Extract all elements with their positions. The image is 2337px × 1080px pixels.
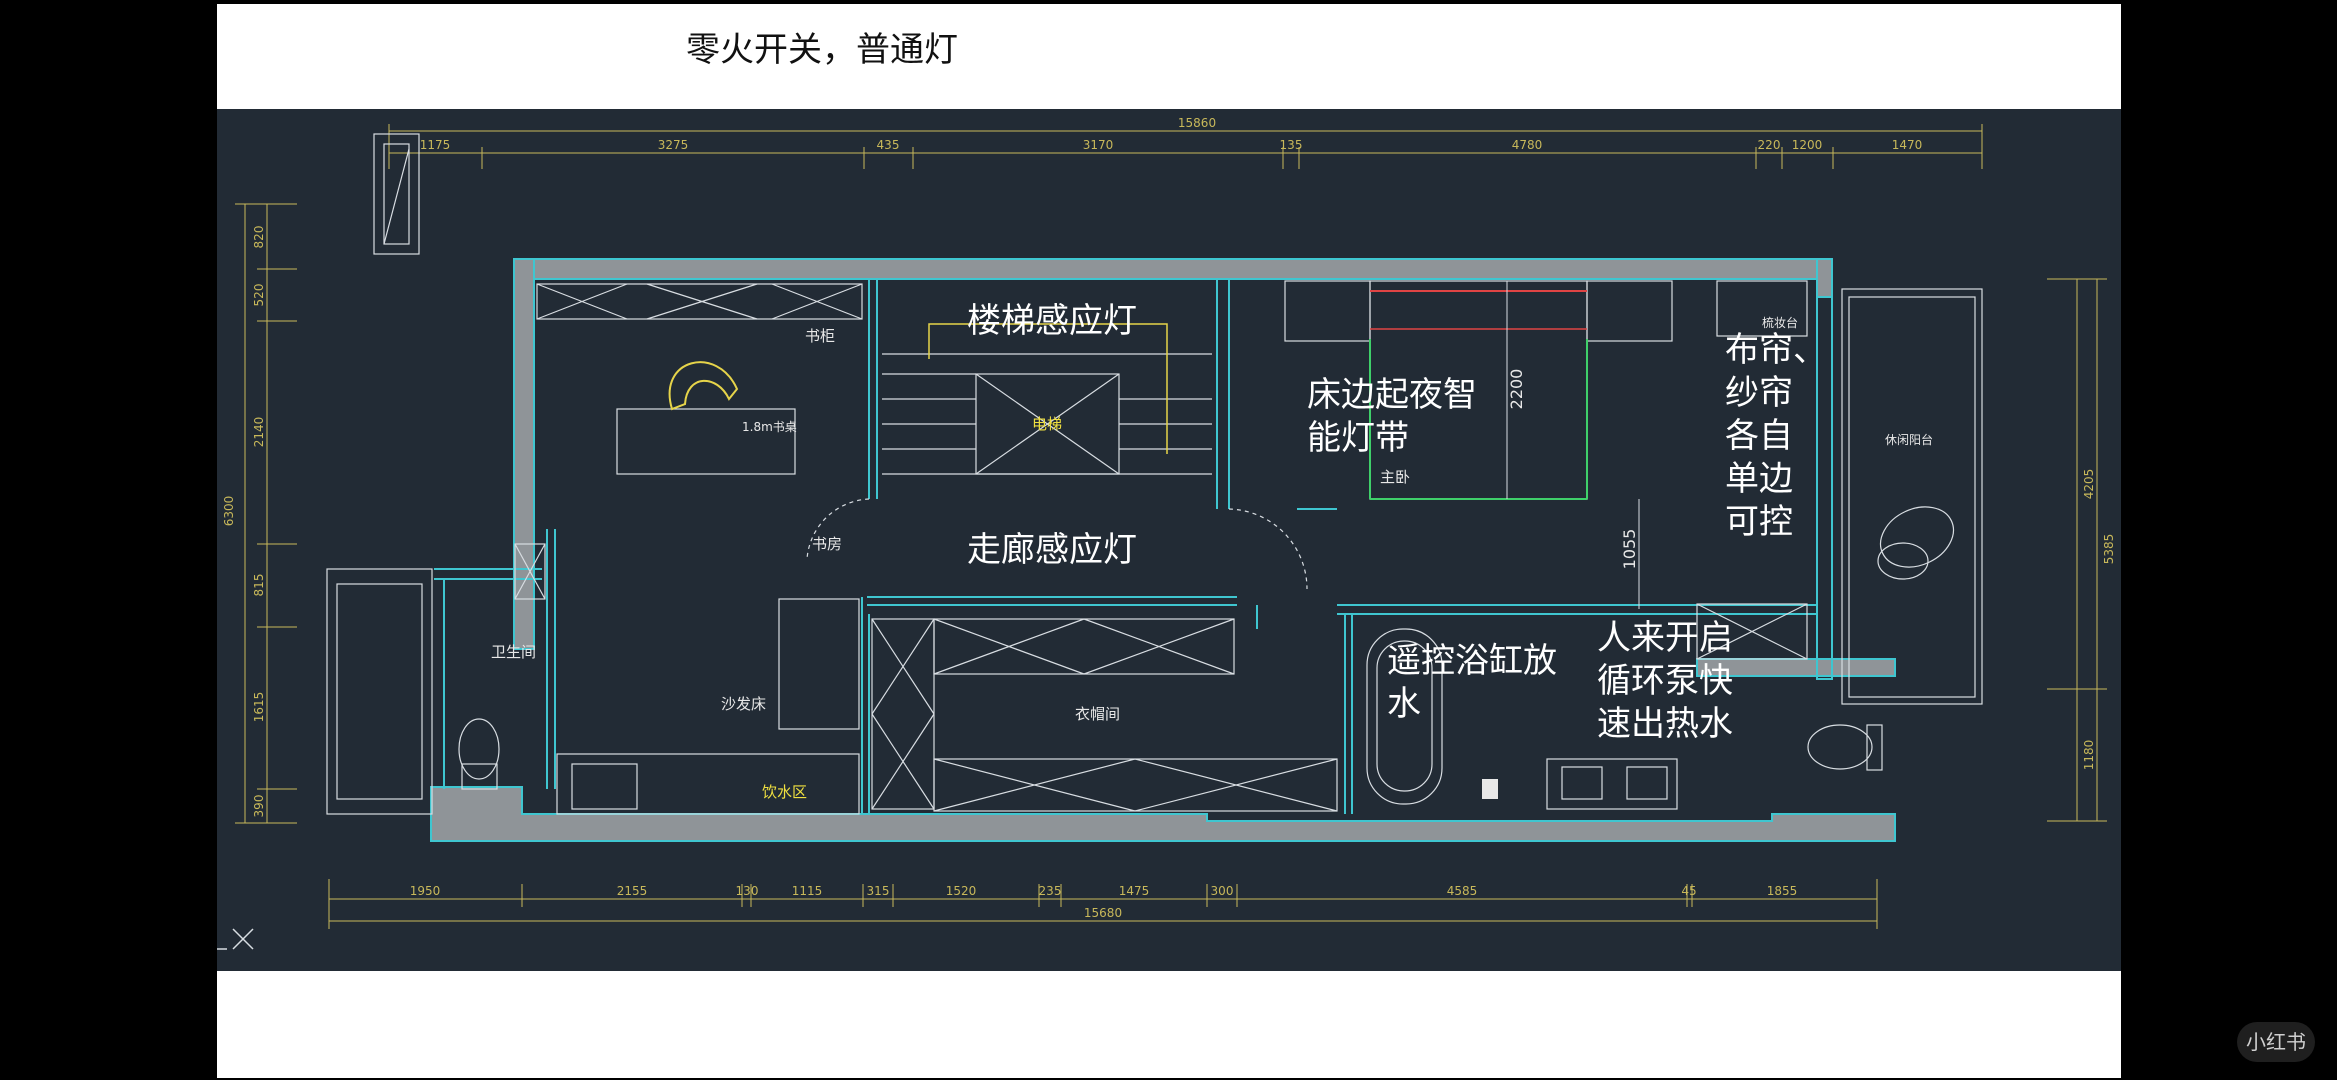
dim-right-1: 4205 — [2082, 469, 2096, 500]
dim-top-9: 1470 — [1892, 138, 1923, 152]
annotation-corridor-light: 走廊感应灯 — [967, 530, 1137, 570]
dim-top-total: 15860 — [1178, 116, 1216, 130]
dim-bottom-8: 1475 — [1119, 884, 1150, 898]
dim-top-1: 1175 — [420, 138, 451, 152]
dim-bottom-2: 2155 — [617, 884, 648, 898]
dim-bottom-10: 4585 — [1447, 884, 1478, 898]
dim-top-4: 3170 — [1083, 138, 1114, 152]
annotation-bathtub-2: 水 — [1387, 684, 1421, 724]
dim-top-7: 220 — [1758, 138, 1781, 152]
trash-bin-icon — [1482, 779, 1498, 799]
annotation-bed-light-1: 床边起夜智 — [1307, 375, 1477, 415]
screenshot-frame: 零火开关，普通灯 — [217, 4, 2121, 1078]
annotation-curtain-4: 单边 — [1725, 459, 1793, 499]
label-bathroom: 卫生间 — [491, 643, 536, 661]
annotation-bathtub-1: 遥控浴缸放 — [1387, 641, 1557, 681]
annotation-pump-2: 循环泵快 — [1597, 661, 1733, 701]
label-desk: 1.8m书桌 — [742, 420, 797, 434]
dim-left-5: 1615 — [252, 692, 266, 723]
dim-left-6: 390 — [252, 795, 266, 818]
dim-left-total: 6300 — [222, 496, 236, 527]
dim-bottom-3: 130 — [736, 884, 759, 898]
dim-bottom-total: 15680 — [1084, 906, 1122, 920]
label-elevator: 电梯 — [1032, 415, 1062, 433]
dim-left-4: 815 — [252, 574, 266, 597]
dim-bed-gap: 1055 — [1620, 529, 1639, 570]
annotation-pump-3: 速出热水 — [1597, 704, 1733, 744]
dim-top-5: 135 — [1280, 138, 1303, 152]
stair-path-line — [928, 323, 1168, 454]
dim-bottom-5: 315 — [867, 884, 890, 898]
label-dresser: 梳妆台 — [1762, 315, 1798, 330]
dim-top-2: 3275 — [658, 138, 689, 152]
annotation-stair-light: 楼梯感应灯 — [967, 301, 1137, 341]
dim-right-3: 1180 — [2082, 740, 2096, 771]
label-water-bar: 饮水区 — [762, 783, 807, 801]
annotation-curtain-5: 可控 — [1725, 502, 1793, 542]
dim-bottom-7: 235 — [1039, 884, 1062, 898]
dim-left-2: 520 — [252, 284, 266, 307]
dim-left-1: 820 — [252, 226, 266, 249]
label-cloakroom: 衣帽间 — [1075, 705, 1120, 723]
label-study: 书房 — [812, 535, 842, 553]
label-balcony: 休闲阳台 — [1885, 432, 1933, 447]
dim-bottom-4: 1115 — [792, 884, 823, 898]
dim-bottom-1: 1950 — [410, 884, 441, 898]
dim-bottom-11: 45 — [1681, 884, 1696, 898]
page-title: 零火开关，普通灯 — [686, 30, 958, 70]
dim-top-8: 1200 — [1792, 138, 1823, 152]
furniture — [326, 133, 1983, 815]
floor-plan-drawing[interactable]: 15860 1175 3275 435 3170 135 4780 220 12… — [217, 109, 2121, 971]
dim-bottom-12: 1855 — [1767, 884, 1798, 898]
annotation-curtain-3: 各自 — [1725, 416, 1793, 456]
annotation-curtain-1: 布帘、 — [1725, 330, 1827, 370]
label-bookcase: 书柜 — [805, 327, 835, 345]
dimension-lines — [235, 124, 2107, 929]
dim-bottom-6: 1520 — [946, 884, 977, 898]
cad-cursor-icon — [217, 928, 254, 950]
dim-left-3: 2140 — [252, 417, 266, 448]
annotation-pump-1: 人来开启 — [1597, 618, 1733, 658]
floor-plan-svg: 15860 1175 3275 435 3170 135 4780 220 12… — [217, 116, 2116, 950]
label-sofa-bed: 沙发床 — [721, 695, 766, 713]
annotation-curtain-2: 纱帘 — [1725, 373, 1793, 413]
outer-walls — [430, 258, 1896, 842]
dim-right-2: 5385 — [2102, 534, 2116, 565]
armchair-icon — [668, 361, 739, 411]
label-master-bedroom: 主卧 — [1380, 468, 1410, 486]
annotation-bed-light-2: 能灯带 — [1307, 418, 1409, 458]
dim-top-6: 4780 — [1512, 138, 1543, 152]
watermark-logo: 小红书 — [2237, 1022, 2315, 1062]
dim-bottom-9: 300 — [1211, 884, 1234, 898]
interior-walls — [434, 279, 1817, 814]
dim-top-3: 435 — [877, 138, 900, 152]
dim-bed-depth: 2200 — [1507, 369, 1526, 410]
